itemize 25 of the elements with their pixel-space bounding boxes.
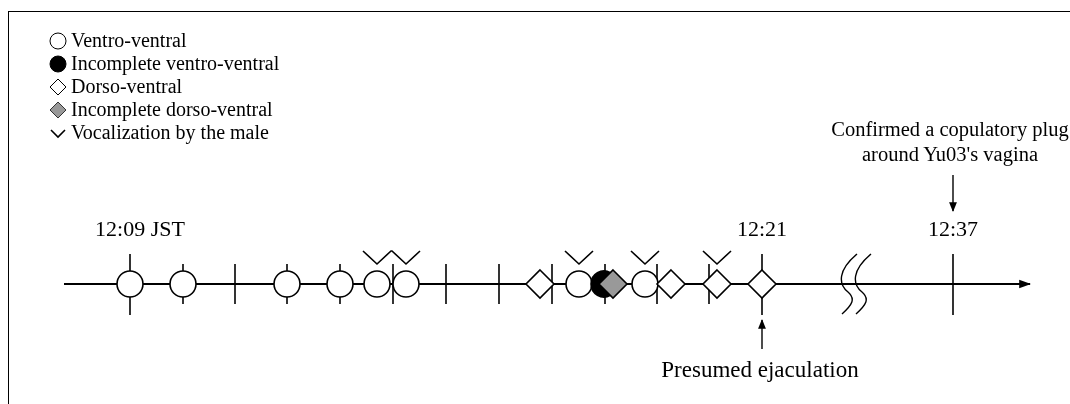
circle-marker <box>392 270 420 298</box>
diamond-marker <box>524 268 556 300</box>
legend-text: Incomplete dorso-ventral <box>71 98 273 121</box>
circle-marker <box>363 270 391 298</box>
time-label: 12:09 JST <box>95 216 185 242</box>
circle-marker <box>565 270 593 298</box>
time-label: 12:21 <box>736 216 788 242</box>
time-label: 12:37 <box>918 216 988 241</box>
circle-marker <box>273 263 301 305</box>
diamond-marker <box>746 253 778 316</box>
circle-marker <box>169 263 197 305</box>
leader-arrow <box>758 319 766 350</box>
diamond-marker <box>701 268 733 300</box>
circle-marker <box>631 270 659 298</box>
legend-text: Dorso-ventral <box>71 75 183 98</box>
annotation-text: Presumed ejaculation <box>635 357 885 382</box>
legend-text: Vocalization by the male <box>71 121 269 144</box>
diamond-marker <box>655 268 687 300</box>
annotation-text: Confirmed a copulatory plug around Yu03's vagina <box>831 117 1069 167</box>
circle-marker <box>116 253 144 316</box>
legend-text: Incomplete ventro-ventral <box>71 52 280 75</box>
leader-arrow <box>949 174 957 212</box>
circle-marker <box>326 263 354 305</box>
legend-text: Ventro-ventral <box>71 29 187 52</box>
shaded-diamond-marker <box>597 268 629 300</box>
